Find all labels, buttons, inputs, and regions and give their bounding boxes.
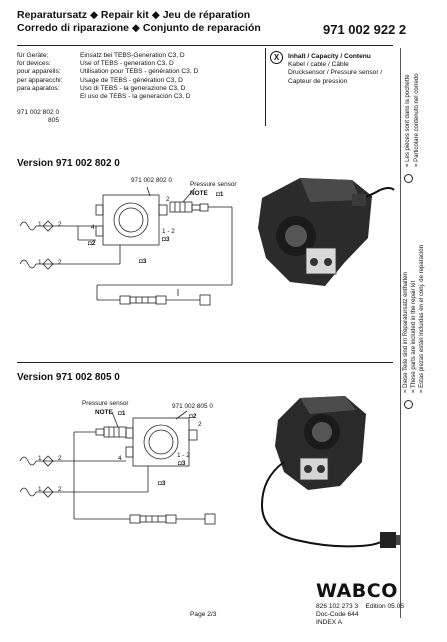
torque-marker: ◘2 (88, 240, 96, 247)
torque-icon: ◘ (158, 480, 162, 487)
torque-marker: ◘3 (139, 258, 147, 265)
torque-marker: ◘1 (118, 410, 126, 417)
torque-icon: ◘ (216, 191, 220, 198)
note-label: NOTE (95, 409, 113, 416)
port-label: 1 (38, 221, 42, 228)
version-2-heading: Version 971 002 805 0 (17, 372, 120, 383)
kit-part-number: 971 002 922 2 (323, 22, 407, 37)
port-label: 2 (58, 259, 62, 266)
circle-marker-icon (404, 400, 413, 409)
wabco-logo: WABCO (316, 580, 398, 602)
torque-icon: ◘ (88, 240, 92, 247)
port-label: 2 (58, 486, 62, 493)
page-number: Page 2/3 (190, 611, 217, 618)
torque-marker: ◘2 (189, 413, 197, 420)
contents-divider (265, 48, 266, 126)
footer-meta: 826 102 273 3 Edition 05.05 Doc-Code 644… (316, 603, 404, 627)
device-number-suffix: 805 (48, 117, 60, 124)
port-label: 2 (166, 196, 170, 203)
port-label: 1 - 2 (162, 228, 175, 235)
port-label: 1 (38, 455, 42, 462)
port-label: 1 (38, 486, 42, 493)
use-labels: für Geräte: for devices: pour appareils:… (17, 52, 63, 92)
port-label: 1 (38, 259, 42, 266)
side-divider (400, 48, 401, 618)
device-number: 971 002 802 0 (17, 109, 60, 116)
torque-icon: ◘ (178, 460, 182, 467)
torque-marker: ◘3 (158, 480, 166, 487)
torque-marker: ◘3 (162, 236, 170, 243)
note-label: NOTE (190, 190, 208, 197)
title-line-2: Corredo di riparazione ◆ Conjunto de rep… (17, 22, 261, 34)
port-label: 1 - 2 (177, 452, 190, 459)
use-descriptions: Einsatz bei TEBS-Generation C3, D Use of… (80, 52, 199, 101)
torque-marker: ◘3 (178, 460, 186, 467)
pressure-sensor-label: Pressure sensor (190, 181, 237, 188)
title-line-1: Reparatursatz ◆ Repair kit ◆ Jeu de répa… (17, 9, 251, 21)
version-divider (17, 362, 393, 363)
contents-text: Inhalt / Capacity / Contenu Kabel / cabl… (288, 53, 383, 85)
torque-icon: ◘ (139, 258, 143, 265)
contents-symbol-icon: X (270, 51, 283, 64)
version-1-heading: Version 971 002 802 0 (17, 158, 120, 169)
port-label: 4 (118, 455, 122, 462)
device-label: 971 002 802 0 (131, 177, 172, 184)
valve-body-outline (102, 194, 160, 246)
torque-icon: ◘ (118, 410, 122, 417)
port-label: 4 (91, 224, 95, 231)
valve-port-circle (113, 202, 149, 238)
header-divider (17, 45, 393, 46)
device-label: 971 002 805 0 (172, 403, 213, 410)
torque-marker: ◘1 (216, 191, 224, 198)
torque-icon: ◘ (162, 236, 166, 243)
circle-marker-icon (404, 174, 413, 183)
port-label: 2 (198, 421, 202, 428)
port-label: 2 (58, 221, 62, 228)
torque-icon: ◘ (189, 413, 193, 420)
pressure-sensor-label: Pressure sensor (82, 400, 129, 407)
port-label: 2 (58, 455, 62, 462)
